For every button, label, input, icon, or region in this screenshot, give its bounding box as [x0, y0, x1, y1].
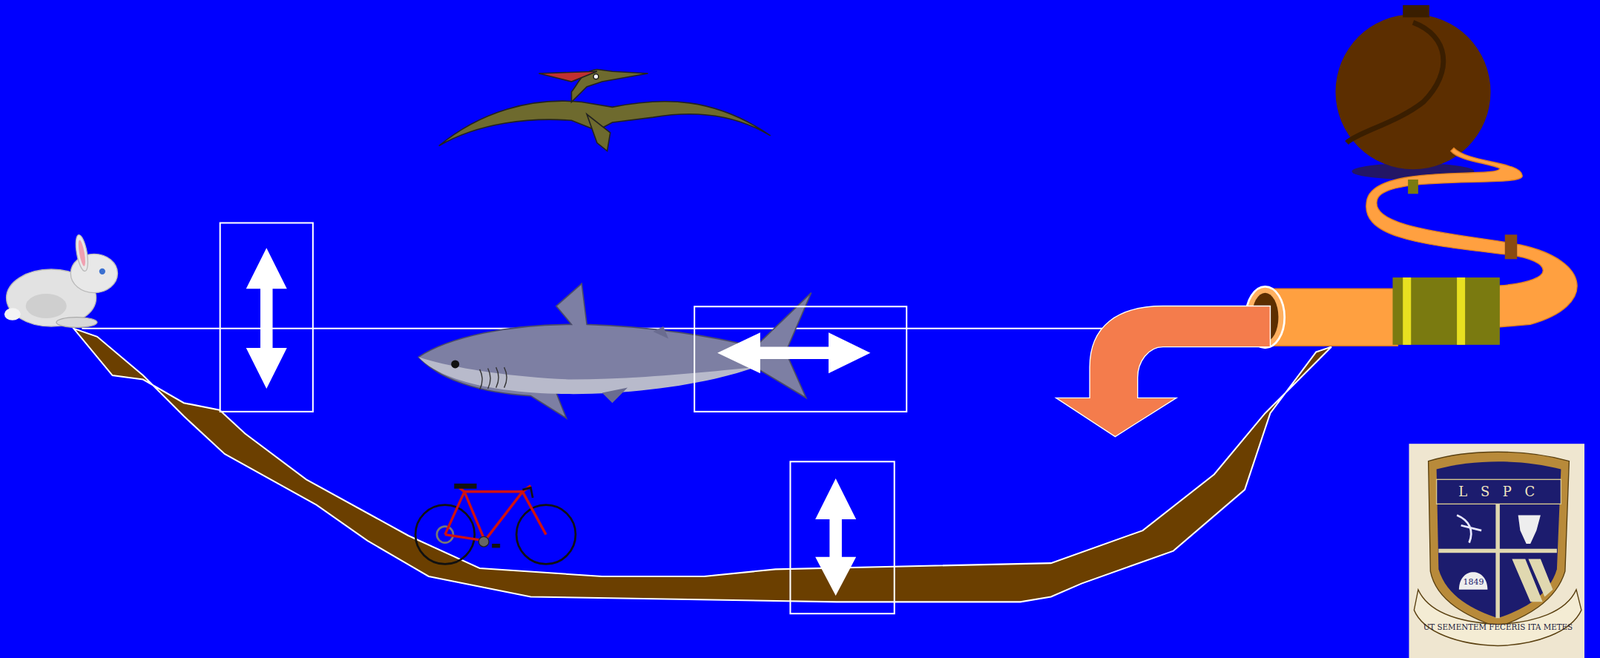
bicycle-part [453, 483, 477, 489]
vertical-arrow-box [220, 222, 314, 411]
rabbit [4, 233, 118, 328]
shark-part [418, 356, 756, 394]
pterodactyl-part [538, 71, 597, 82]
vertical-arrow-box-part [815, 478, 857, 596]
crest-part [1459, 571, 1488, 590]
bomb-part [1335, 14, 1491, 170]
pipe-part [1505, 234, 1518, 259]
crest-part [1413, 589, 1582, 647]
pipe-part [1402, 277, 1411, 345]
bomb-part [1402, 5, 1430, 18]
crest-part [1436, 479, 1562, 504]
crest-part [1438, 548, 1557, 554]
crest-part [1428, 451, 1570, 628]
rabbit-part [4, 307, 21, 321]
water-line [81, 327, 1270, 330]
bomb [1335, 5, 1491, 180]
shark-part [479, 367, 507, 390]
bicycle-part [522, 487, 533, 498]
crest-letters: L S P C [1458, 485, 1540, 499]
rabbit-part [25, 293, 67, 319]
crest-year: 1849 [1462, 577, 1484, 586]
crest-part [1511, 559, 1553, 603]
horizontal-arrow-box-part [694, 306, 907, 412]
vertical-arrow-box-part [246, 247, 288, 389]
crest-part [1456, 514, 1482, 543]
crest-part [1436, 461, 1562, 618]
crest-part [1518, 514, 1541, 544]
pterodactyl-part [593, 74, 599, 80]
rabbit-part [77, 239, 87, 267]
pipe-part [1407, 179, 1419, 194]
rabbit-part [56, 317, 98, 328]
pterodactyl [439, 69, 771, 152]
crest-part [1408, 443, 1585, 658]
vertical-arrow-box [789, 461, 894, 614]
vertical-arrow-box-part [789, 461, 894, 614]
shark-part [450, 359, 460, 368]
bicycle [415, 483, 576, 565]
rabbit-part [99, 268, 106, 275]
pipe-part [1392, 277, 1500, 345]
pterodactyl-part [586, 114, 611, 152]
vertical-arrow-box-part [220, 222, 314, 411]
rabbit-part [73, 233, 90, 272]
pipe-part [1456, 277, 1465, 345]
crest-motto: UT SEMENTEM FECERIS ITA METES [1423, 622, 1573, 630]
bicycle-part [491, 543, 500, 549]
crest [1408, 443, 1585, 658]
horizontal-arrow-box-part [717, 332, 871, 374]
horizontal-arrow-box [694, 306, 907, 412]
pipe [1245, 147, 1578, 348]
flow-arrow [1056, 306, 1271, 437]
bomb-part [1347, 22, 1444, 143]
bicycle-part [445, 485, 546, 541]
crest-part [1495, 503, 1500, 618]
shark-part [602, 326, 669, 403]
bicycle-part [478, 536, 489, 547]
